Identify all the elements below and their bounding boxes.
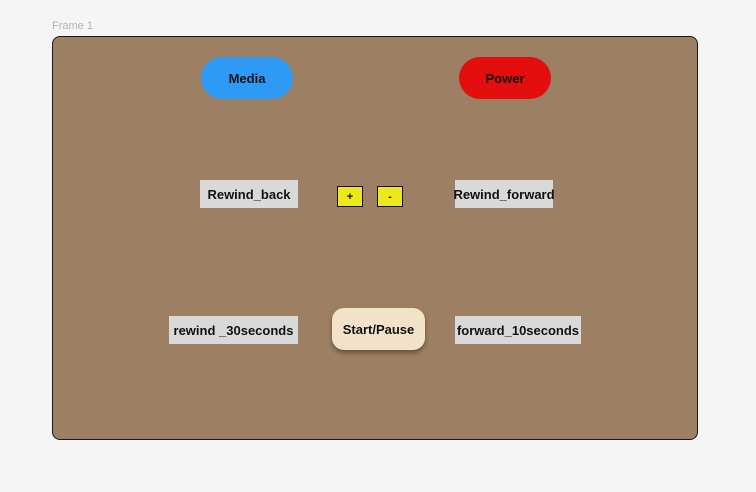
rewind-30-seconds-button[interactable]: rewind _30seconds xyxy=(169,316,298,344)
rewind-forward-button[interactable]: Rewind_forward xyxy=(453,180,555,208)
media-button[interactable]: Media xyxy=(201,57,293,99)
frame-label: Frame 1 xyxy=(52,20,93,32)
volume-plus-button[interactable]: + xyxy=(337,186,363,207)
power-button[interactable]: Power xyxy=(459,57,551,99)
rewind-back-button[interactable]: Rewind_back xyxy=(200,180,298,208)
remote-frame: Media Power Rewind_back + - Rewind_forwa… xyxy=(52,36,698,440)
volume-minus-button[interactable]: - xyxy=(377,186,403,207)
start-pause-button[interactable]: Start/Pause xyxy=(332,308,425,350)
forward-10-seconds-button[interactable]: forward_10seconds xyxy=(455,316,581,344)
